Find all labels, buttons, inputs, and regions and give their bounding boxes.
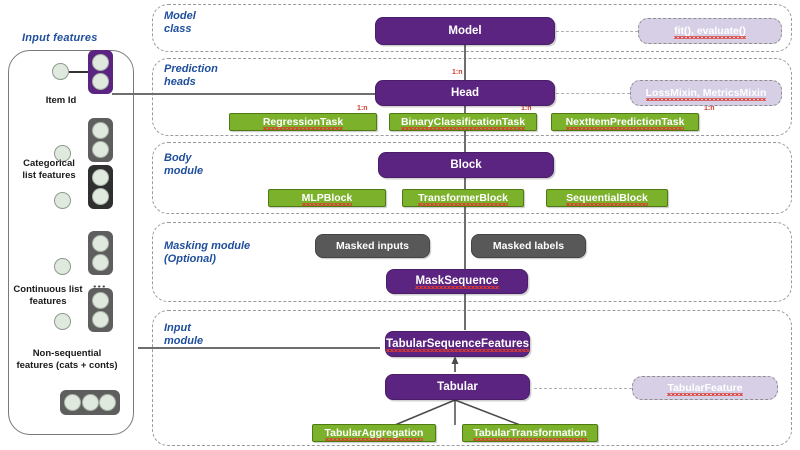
feature-node-cat-1 xyxy=(54,145,71,162)
item-id-sequence-icon xyxy=(88,50,113,94)
node-masked-inputs[interactable]: Masked inputs xyxy=(315,234,430,258)
link-inputs-to-tabularseqfeatures xyxy=(138,347,380,349)
node-binary-classification-task[interactable]: BinaryClassificationTask xyxy=(389,113,537,131)
node-next-item-prediction-task[interactable]: NextItemPredictionTask xyxy=(551,113,699,131)
item-id-link xyxy=(69,71,90,73)
node-tabular-transformation[interactable]: TabularTransformation xyxy=(462,424,598,442)
node-sequential-block[interactable]: SequentialBlock xyxy=(546,189,668,207)
node-mask-sequence[interactable]: MaskSequence xyxy=(386,269,528,294)
feature-label-item-id: Item Id xyxy=(45,95,77,106)
link-masksequence-to-tsf xyxy=(464,294,466,330)
section-body-module xyxy=(152,142,792,214)
link-model-to-mixin xyxy=(556,31,638,32)
node-masked-labels[interactable]: Masked labels xyxy=(471,234,586,258)
node-regression-task[interactable]: RegressionTask xyxy=(229,113,377,131)
cardinality-head-nextitem: 1:n xyxy=(704,105,715,112)
node-block[interactable]: Block xyxy=(378,152,554,178)
continuous-sequence-icon-1 xyxy=(88,231,113,275)
node-head[interactable]: Head xyxy=(375,80,555,106)
node-model[interactable]: Model xyxy=(375,17,555,45)
feature-node-cat-2 xyxy=(54,192,71,209)
cardinality-model-head: 1:n xyxy=(452,69,463,76)
node-tabular-sequence-features[interactable]: TabularSequenceFeatures xyxy=(385,331,530,357)
node-mlp-block[interactable]: MLPBlock xyxy=(268,189,386,207)
link-head-to-mixin xyxy=(556,93,630,94)
node-tabular-aggregation[interactable]: TabularAggregation xyxy=(312,424,436,442)
input-features-title: Input features xyxy=(22,32,98,44)
node-head-mixin[interactable]: LossMixin, MetricsMixin xyxy=(630,80,782,106)
cardinality-head-regression: 1:n xyxy=(357,105,368,112)
link-model-to-head xyxy=(464,45,466,83)
section-prediction-heads xyxy=(152,58,792,136)
feature-node-cont-1 xyxy=(54,258,71,275)
cardinality-head-binary: 1:n xyxy=(521,105,532,112)
link-maskedinputs-to-masksequence xyxy=(464,232,466,272)
section-label-masking-module: Masking module(Optional) xyxy=(164,240,251,265)
continuous-sequence-icon-2 xyxy=(88,288,113,332)
section-model-class xyxy=(152,4,792,52)
section-input-module xyxy=(152,310,792,446)
input-features-panel xyxy=(8,50,134,435)
feature-node-cont-2 xyxy=(54,313,71,330)
categorical-sequence-icon-2 xyxy=(88,165,113,209)
link-itemid-to-head xyxy=(112,93,377,95)
node-transformer-block[interactable]: TransformerBlock xyxy=(402,189,524,207)
link-block-down xyxy=(464,178,466,240)
categorical-sequence-icon-1 xyxy=(88,118,113,162)
node-tabular-feature[interactable]: TabularFeature xyxy=(632,376,778,400)
feature-node-item-id xyxy=(52,63,69,80)
link-tabular-to-tabularfeature xyxy=(534,388,632,389)
nonsequential-row-icon xyxy=(60,390,120,415)
section-masking-module xyxy=(152,222,792,302)
node-model-mixin[interactable]: fit(), evaluate() xyxy=(638,18,782,44)
node-tabular[interactable]: Tabular xyxy=(385,374,530,400)
